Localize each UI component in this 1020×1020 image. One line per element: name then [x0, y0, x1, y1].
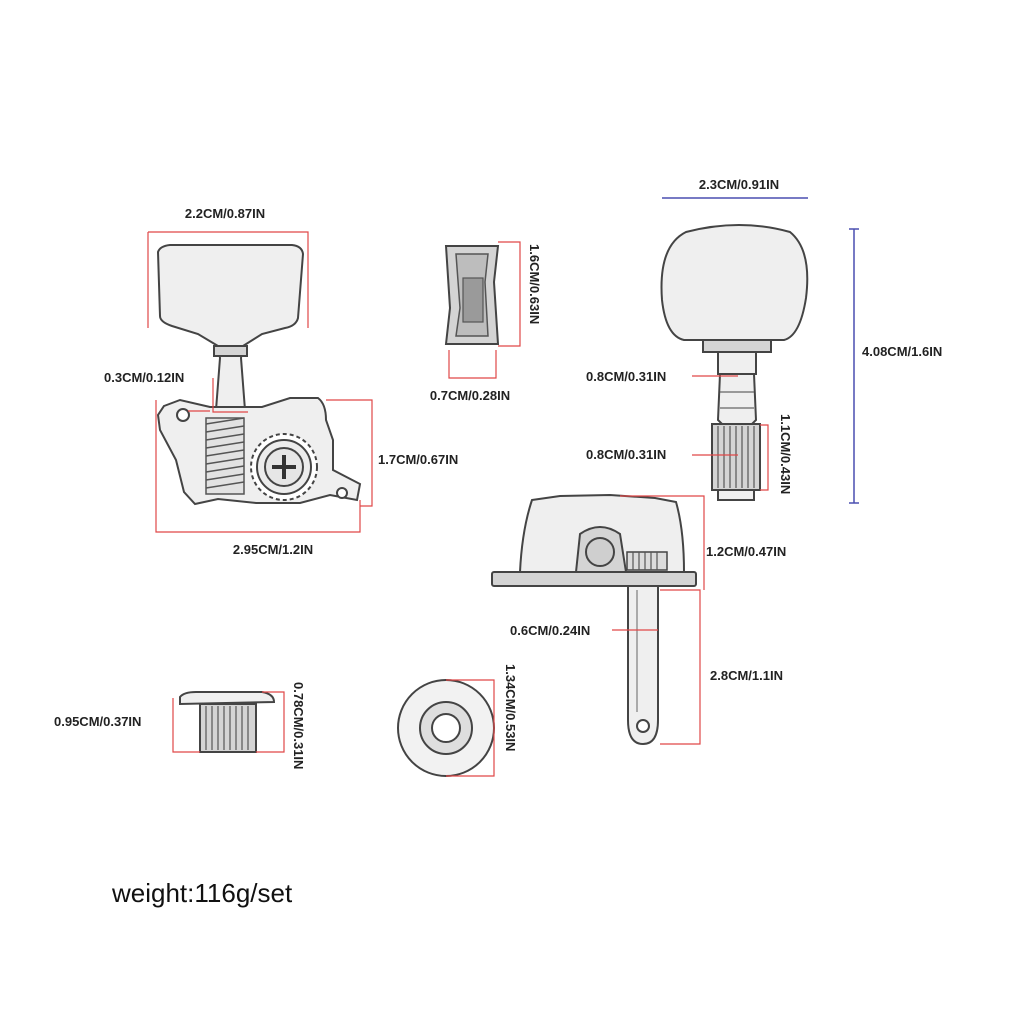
mount-hole-left — [176, 408, 190, 422]
label-side-height: 1.6CM/0.63IN — [527, 244, 542, 324]
label-plate-height: 1.7CM/0.67IN — [378, 452, 458, 467]
label-post-diameter: 0.3CM/0.12IN — [104, 370, 184, 385]
label-washer-diameter: 1.34CM/0.53IN — [503, 664, 518, 751]
nut-dimensions — [172, 691, 285, 753]
tuner-shaft — [627, 585, 659, 746]
weight-text: weight:116g/set — [111, 878, 293, 908]
washer-hole — [431, 713, 461, 743]
stem-body — [716, 373, 758, 425]
nut-cap — [179, 691, 276, 706]
label-housing-height: 1.2CM/0.47IN — [706, 544, 786, 559]
tuner-button-side — [156, 244, 305, 347]
bushing-tip — [717, 489, 755, 501]
washer — [397, 679, 495, 777]
stem-collar — [213, 345, 248, 357]
washer-dimensions — [446, 679, 495, 777]
label-top-width: 2.3CM/0.91IN — [699, 177, 779, 192]
worm-threads — [205, 417, 245, 489]
post-hole — [585, 537, 615, 567]
label-side-width: 0.7CM/0.28IN — [430, 388, 510, 403]
shaft-hole — [636, 719, 650, 733]
nut-knurl — [205, 706, 249, 750]
side-profile-part — [444, 245, 500, 345]
label-plate-width: 2.95CM/1.2IN — [233, 542, 313, 557]
label-nut-diameter: 0.95CM/0.37IN — [54, 714, 141, 729]
label-bushing-diameter: 0.8CM/0.31IN — [586, 447, 666, 462]
knurl-lines — [717, 426, 755, 488]
label-collar-diameter: 0.8CM/0.31IN — [586, 369, 666, 384]
bushing-nut — [179, 691, 276, 753]
dimension-labels: 2.2CM/0.87IN 0.3CM/0.12IN 1.7CM/0.67IN 2… — [54, 177, 942, 769]
housing-dimensions — [612, 495, 705, 745]
label-nut-height: 0.78CM/0.31IN — [291, 682, 306, 769]
housing-flange — [491, 571, 697, 587]
front-view-dimensions — [662, 197, 859, 504]
small-gear-teeth — [632, 552, 658, 570]
label-shaft-diameter: 0.6CM/0.24IN — [510, 623, 590, 638]
housing-with-shaft — [491, 493, 697, 746]
label-shaft-length: 2.8CM/1.1IN — [710, 668, 783, 683]
side-view-tuner — [156, 244, 362, 506]
label-button-width: 2.2CM/0.87IN — [185, 206, 265, 221]
button-base — [702, 339, 772, 353]
nut-body — [199, 703, 257, 753]
side-profile-slot — [462, 277, 484, 323]
mount-hole-right — [336, 487, 348, 499]
side-view-dimensions — [147, 231, 373, 533]
side-profile-dimensions — [448, 241, 521, 379]
label-bushing-height: 1.1CM/0.43IN — [778, 414, 793, 494]
oval-button — [660, 224, 809, 341]
phillips-cross — [272, 455, 296, 479]
button-collar — [717, 351, 757, 375]
label-total-height: 4.08CM/1.6IN — [862, 344, 942, 359]
front-view-tuner — [660, 224, 809, 501]
